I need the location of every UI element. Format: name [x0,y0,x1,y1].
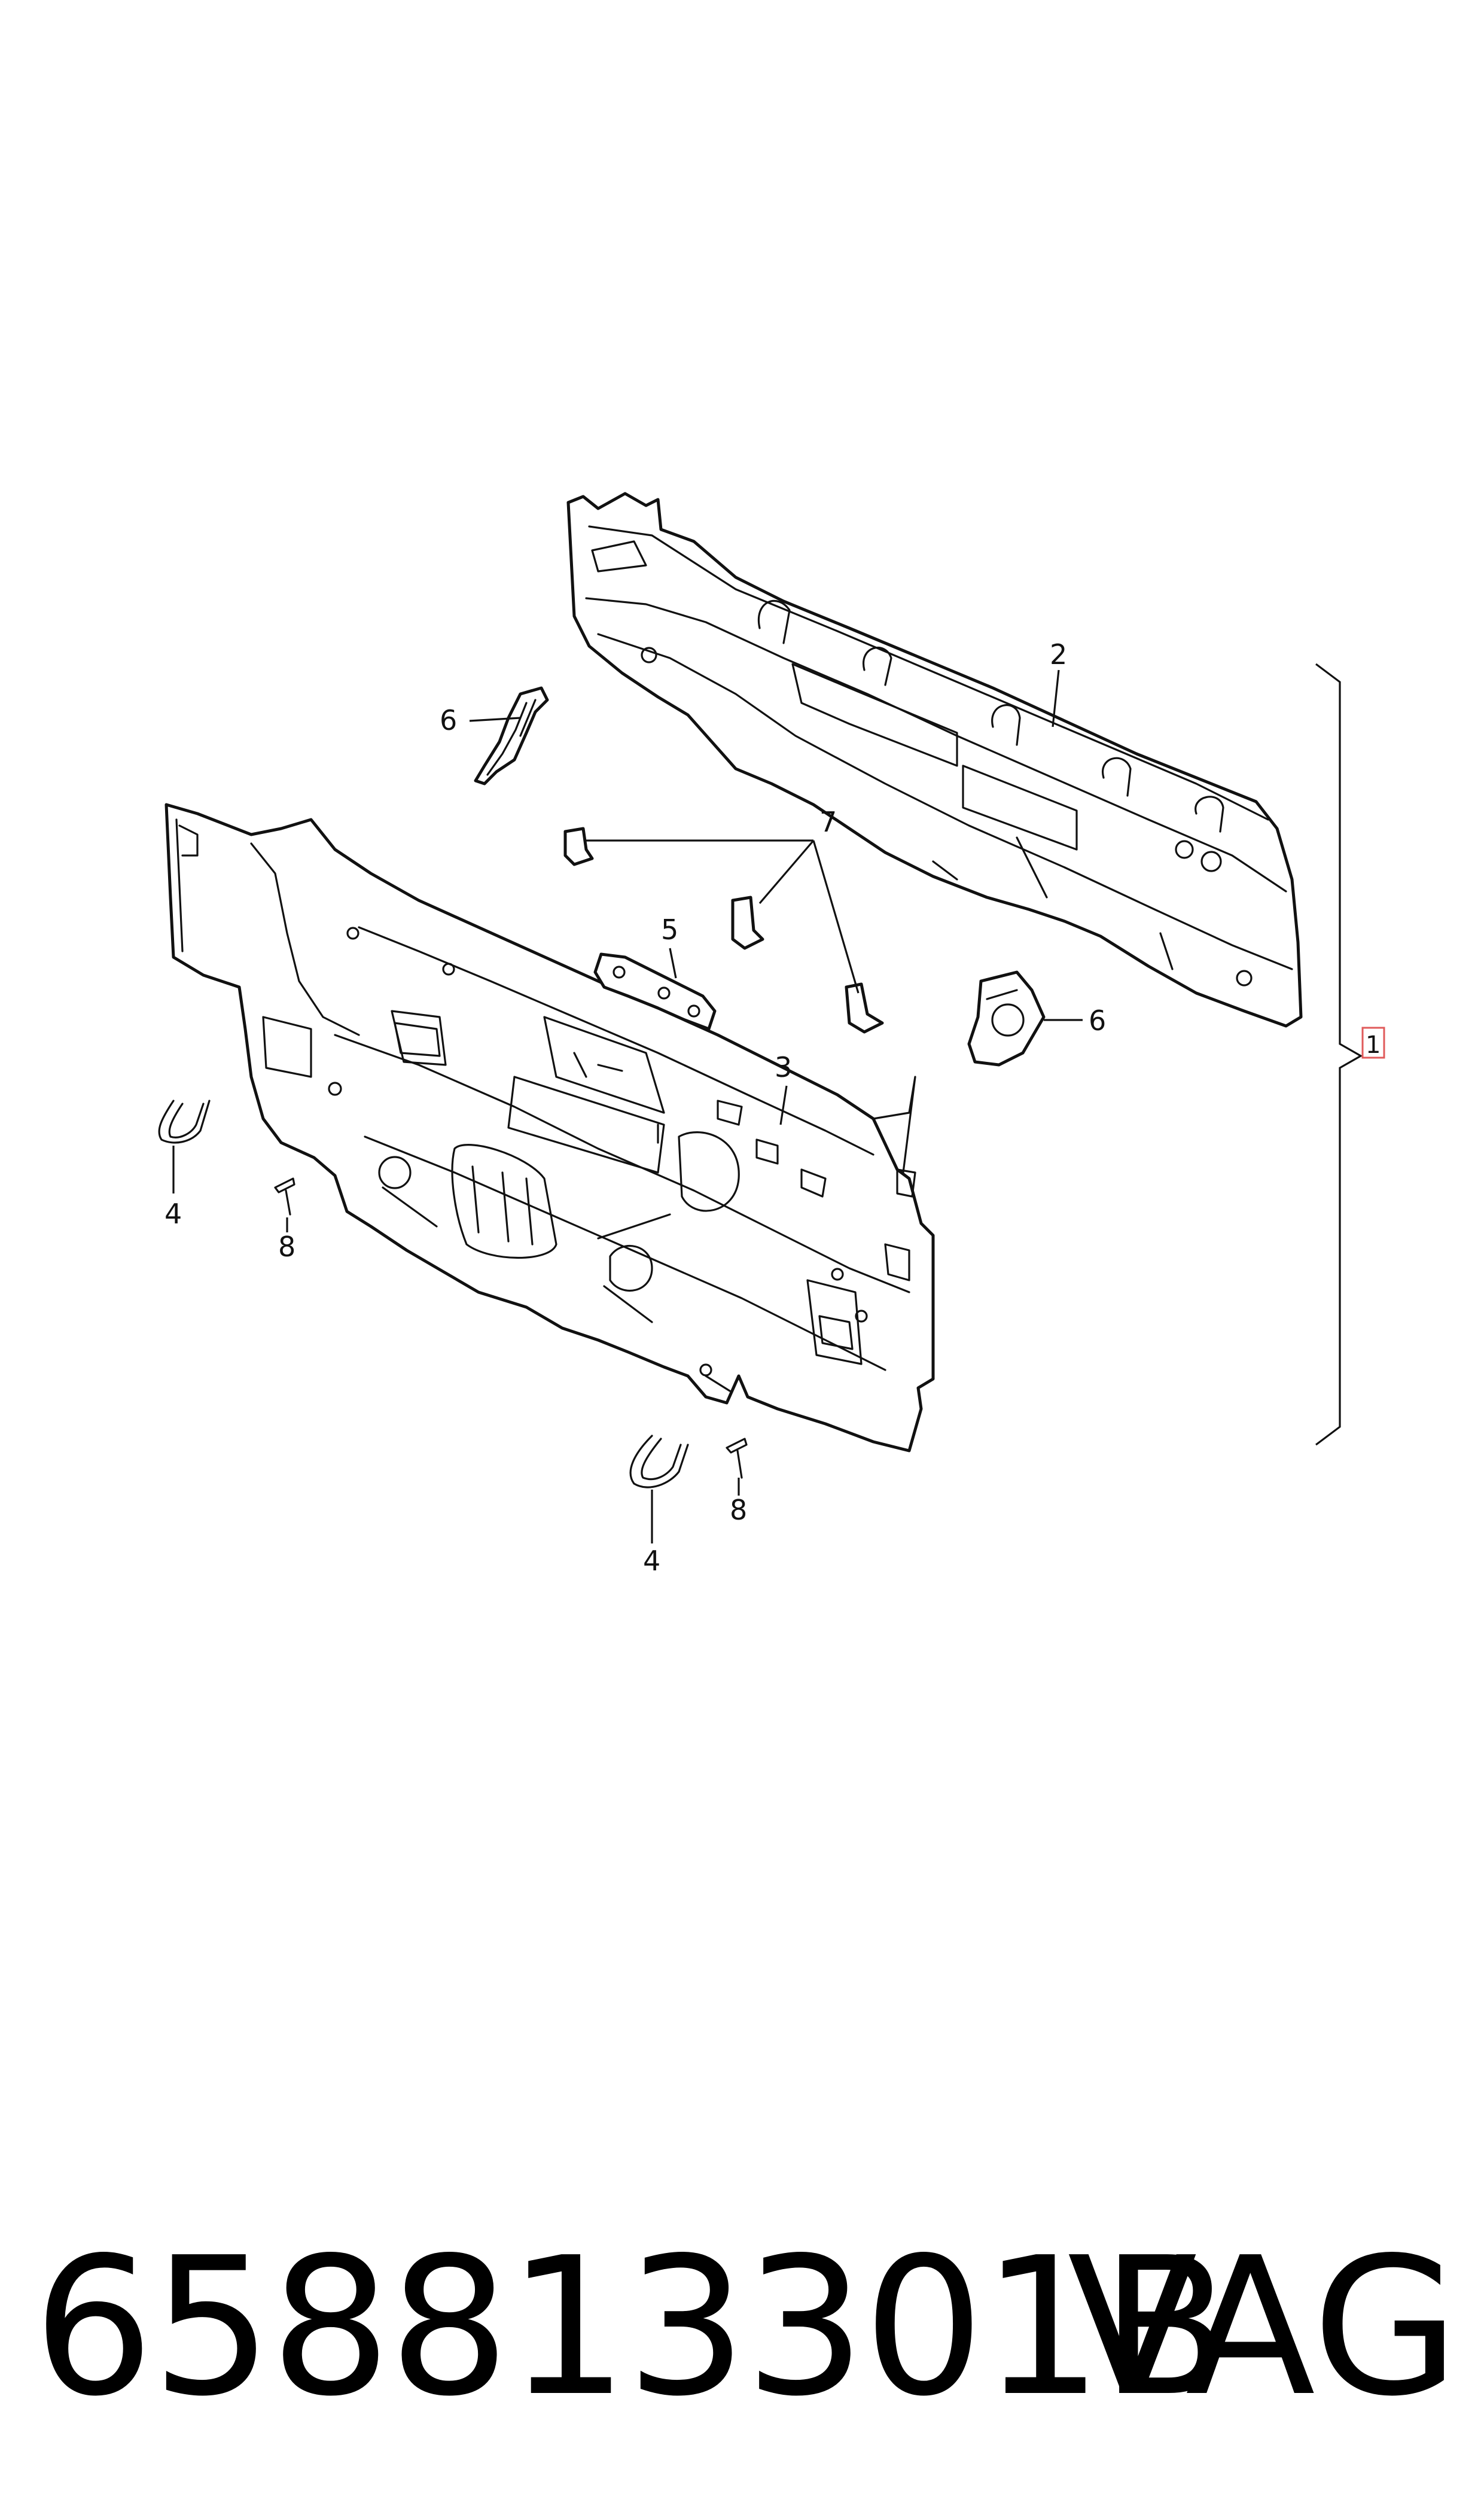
callout-assembly[interactable]: 1 [1361,1027,1385,1059]
pin-bottom [726,1438,748,1479]
callout-bracket-left: 6 [440,704,457,736]
lower-panel [164,803,935,1453]
assembly-brace [1315,663,1363,1446]
callout-tabs: 7 [819,806,837,838]
part-number: 658813301B [33,2216,1231,2438]
callout-assembly-label: 1 [1366,1031,1381,1059]
brand-label: VAG [1067,2216,1459,2438]
callout-clip-left: 4 [164,1198,182,1230]
callout-clip-bottom: 4 [643,1545,660,1577]
clip-bottom [629,1435,689,1488]
leader-lines [172,669,1083,1543]
plate-part [593,952,717,1031]
callout-assembly-box [1361,1027,1385,1059]
upper-panel [566,492,1303,1028]
callout-pin-left: 8 [278,1231,295,1263]
callout-pin-bottom: 8 [730,1494,747,1526]
tab-parts [563,827,884,1034]
callout-bracket-right: 6 [1089,1004,1106,1037]
callout-upper-panel: 2 [1050,638,1067,671]
bracket-left [474,686,549,785]
footer: 658813301B VAG [24,2213,1465,2441]
bracket-right [967,970,1046,1067]
pin-left [274,1177,295,1216]
callout-lower-panel: 3 [775,1051,792,1083]
clip-left [158,1100,211,1144]
callout-plate: 5 [661,914,678,946]
